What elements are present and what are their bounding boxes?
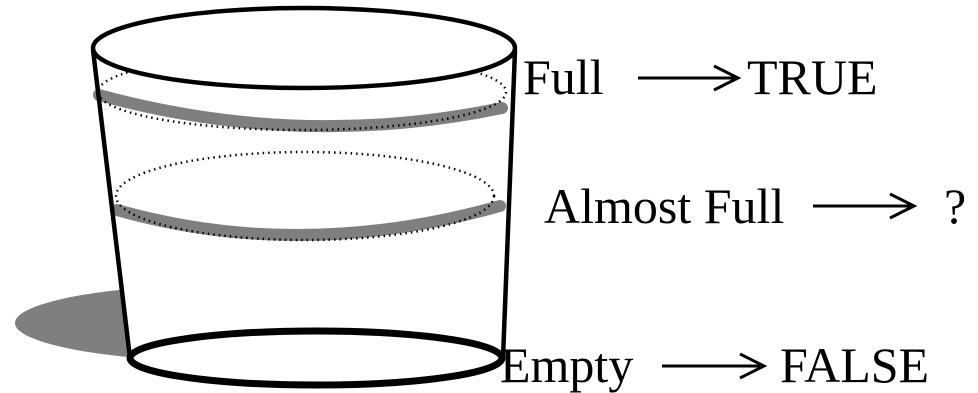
empty-value-label: FALSE <box>780 337 929 393</box>
almost-full-level-ring <box>114 150 496 242</box>
almost-full-label: Almost Full <box>544 178 784 234</box>
almost-full-arrow-icon <box>813 192 918 220</box>
empty-label: Empty <box>500 337 633 393</box>
almost-full-level-shadow <box>111 200 506 241</box>
full-arrow-icon <box>638 64 742 92</box>
full-label: Full <box>523 49 604 105</box>
full-value-label: TRUE <box>747 49 878 105</box>
empty-arrow-icon <box>662 352 768 380</box>
glass-rim <box>90 5 518 91</box>
almost-full-value-label: ? <box>944 178 966 234</box>
glass-left-wall <box>90 49 133 359</box>
glass-body <box>93 50 515 358</box>
glass-base <box>126 327 506 389</box>
glass-right-wall <box>500 49 518 359</box>
